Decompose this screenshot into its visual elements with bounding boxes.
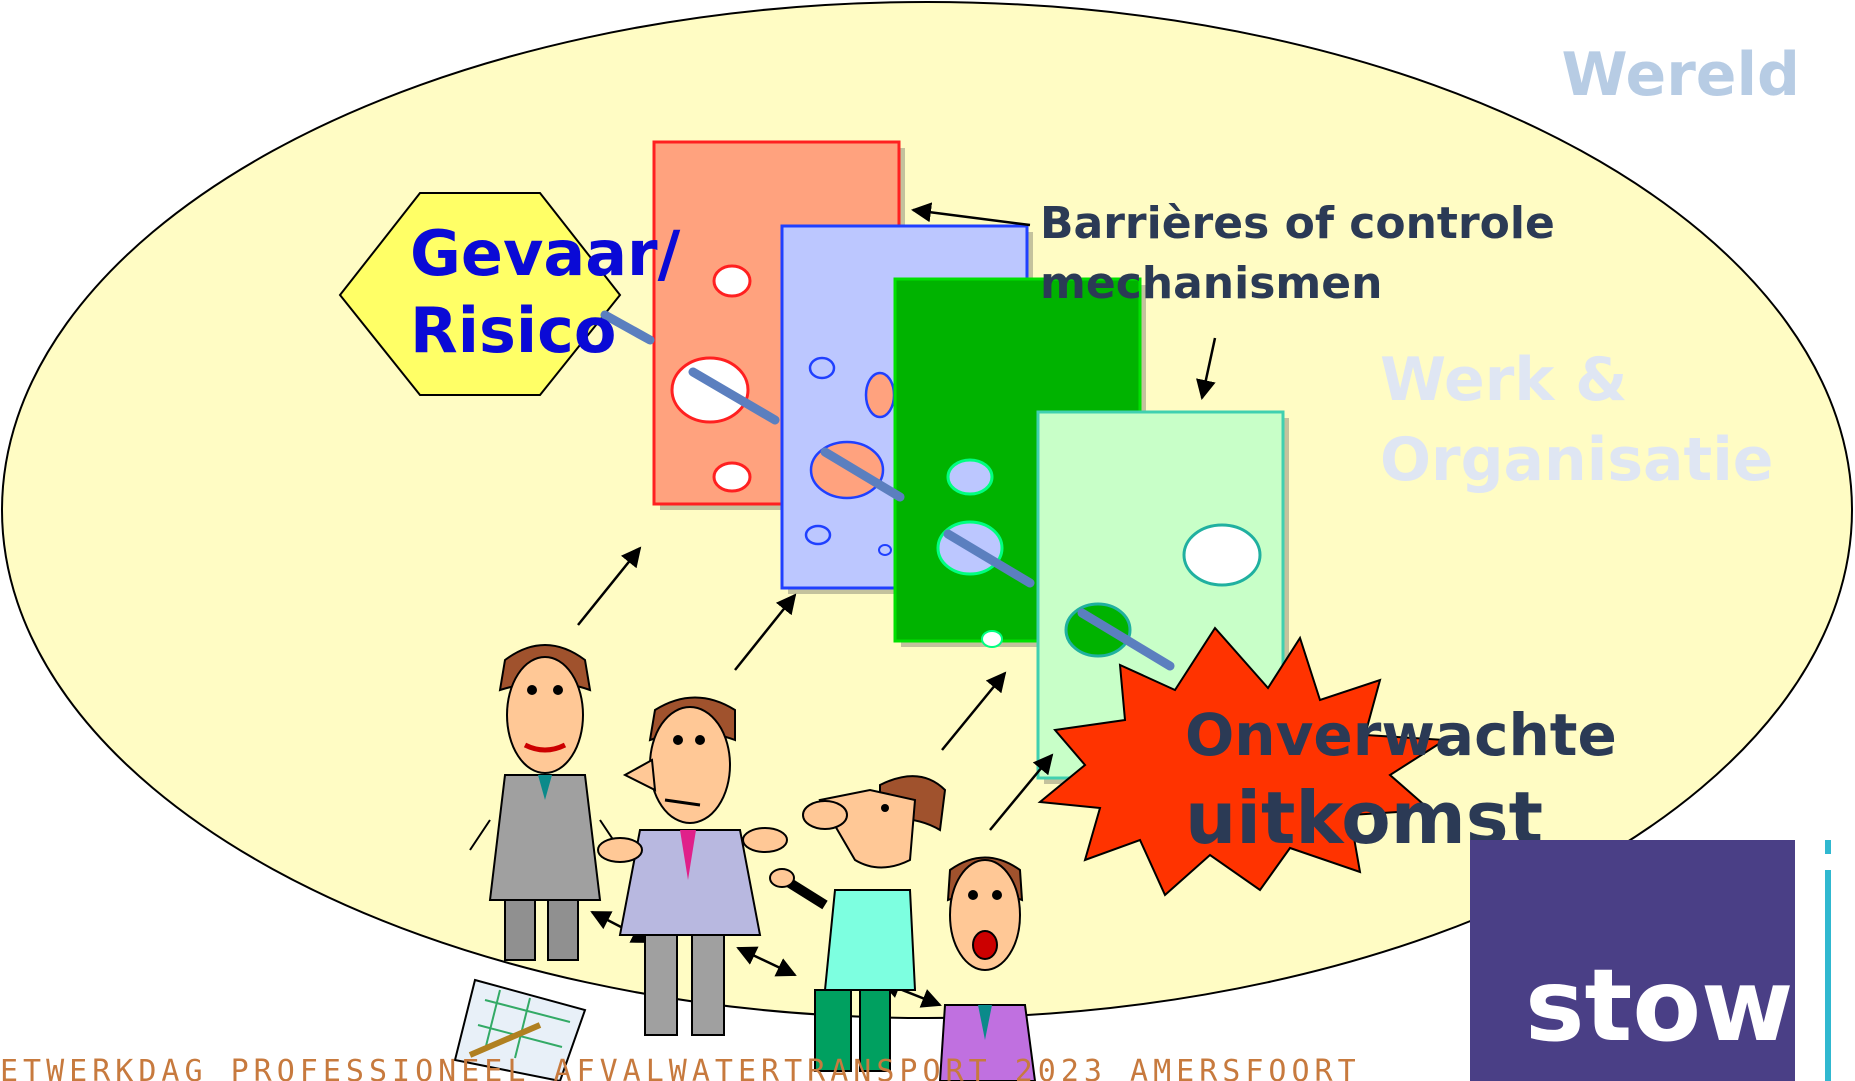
person-figure-3 — [769, 775, 947, 1072]
interaction-arrow-2 — [736, 946, 797, 977]
stowa-logo: stowa — [1470, 840, 1855, 1081]
barrier-pointer-arrow-2 — [1196, 337, 1217, 400]
person-figure-2 — [597, 696, 788, 1036]
footer-text: ETWERKDAG PROFESSIONEEL AFVALWATERTRANSP… — [0, 1054, 1361, 1081]
organisation-label-line2: Organisatie — [1380, 425, 1773, 495]
person-arrow-3 — [941, 671, 1007, 751]
hazard-trajectory — [600, 310, 1175, 671]
barriers-label-line2: mechanismen — [1040, 258, 1382, 309]
svg-text:stowa: stowa — [1525, 947, 1855, 1064]
blueprint-icon — [453, 978, 587, 1081]
organisation-label-line1: Werk & — [1380, 345, 1627, 415]
barriers-label-line1: Barrières of controle — [1040, 198, 1555, 249]
barrier-pointer-arrow-1 — [911, 202, 1031, 227]
person-figure-4 — [938, 856, 1037, 1081]
hazard-hexagon — [338, 192, 622, 396]
hazard-label-line2: Risico — [410, 294, 617, 367]
person-figure-1 — [469, 644, 621, 961]
person-arrow-4 — [989, 753, 1054, 831]
person-arrow-2 — [734, 593, 797, 671]
outcome-burst — [1037, 626, 1449, 897]
world-label: Wereld — [1561, 40, 1800, 110]
outcome-label-line1: Onverwachte — [1185, 701, 1617, 769]
hazard-label-line1: Gevaar/ — [410, 217, 681, 290]
person-arrow-1 — [577, 546, 642, 626]
